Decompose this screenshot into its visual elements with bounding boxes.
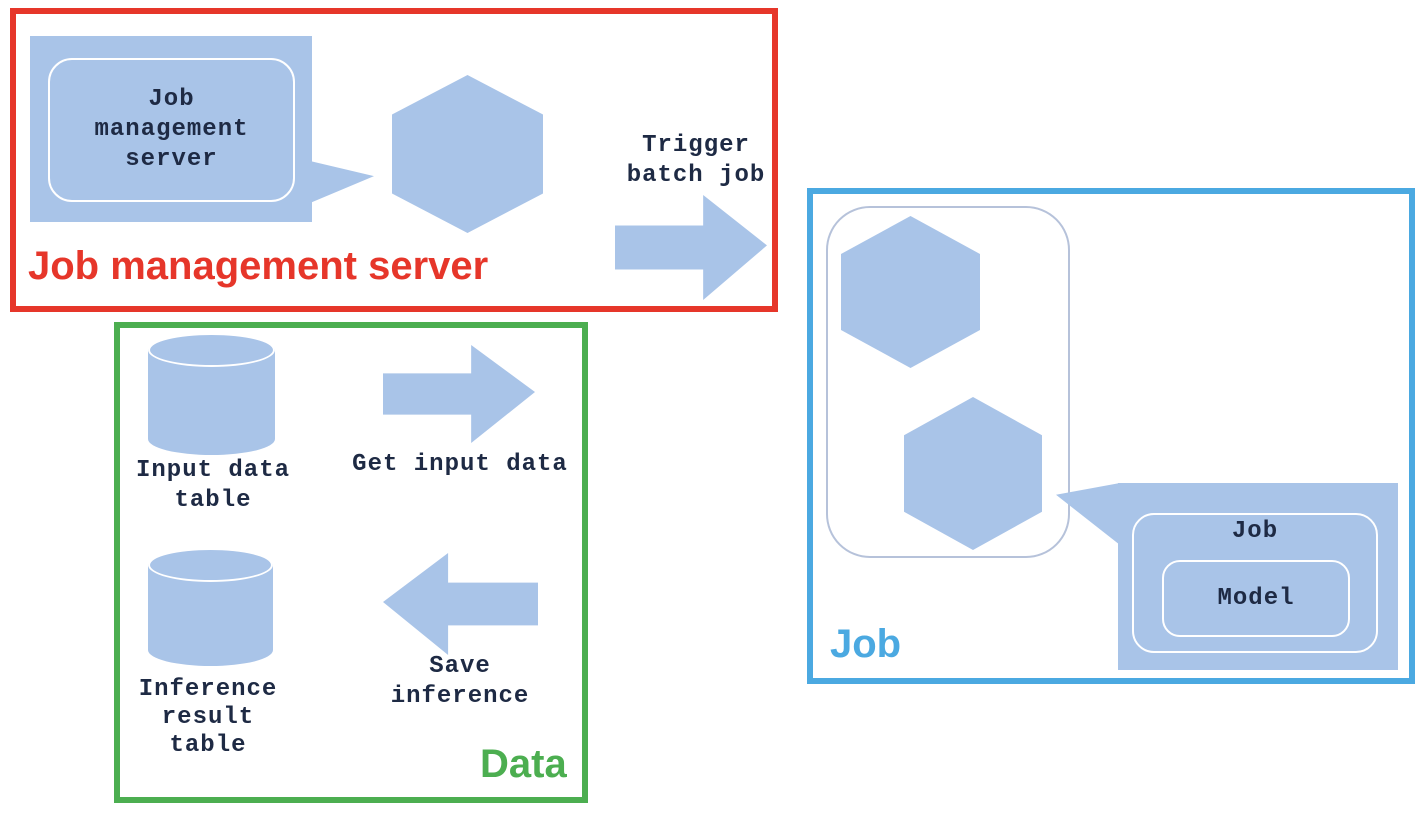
job-callout-bubble: Job Model (1118, 483, 1398, 670)
job-management-server-group-label: Job management server (28, 244, 489, 288)
data-group-box (114, 322, 588, 803)
input-data-table-label: Input data table (133, 456, 293, 516)
input-table-line-1: Input data (135, 457, 291, 484)
job-management-server-bubble-label: Job management server (94, 85, 248, 175)
data-group-label: Data (480, 742, 567, 786)
get-input-data-label: Get input data (352, 451, 568, 478)
bubble-line-2: management (94, 116, 249, 143)
hexagon-icon (841, 216, 980, 368)
save-line-1: Save (429, 653, 491, 680)
hexagon-icon (904, 397, 1042, 550)
input-table-line-2: table (174, 487, 252, 514)
trigger-line-2: batch job (626, 162, 766, 189)
job-management-server-bubble: Job management server (30, 36, 312, 222)
cylinder-top (148, 548, 273, 582)
job-callout-title: Job (1231, 518, 1279, 545)
trigger-batch-job-label: Trigger batch job (606, 131, 786, 191)
result-table-line-1: Inference (138, 676, 278, 703)
inference-result-table-cylinder-icon (148, 548, 273, 666)
trigger-line-1: Trigger (642, 132, 750, 159)
model-box: Model (1162, 560, 1350, 637)
result-table-line-2: result (161, 704, 255, 731)
bubble-line-3: server (125, 146, 218, 173)
inference-result-table-label: Inference result table (118, 676, 298, 760)
job-management-server-group-box (10, 8, 778, 312)
save-line-2: inference (390, 683, 530, 710)
job-group-label: Job (830, 622, 902, 666)
cylinder-top (148, 333, 275, 367)
save-inference-label: Save inference (375, 652, 545, 712)
job-group-box (807, 188, 1415, 684)
bubble-inner-border: Job management server (48, 58, 295, 202)
model-label: Model (1217, 584, 1295, 612)
bubble-line-1: Job (148, 86, 195, 113)
input-data-table-cylinder-icon (148, 333, 275, 455)
result-table-line-3: table (169, 732, 247, 759)
job-callout-inner-border: Job Model (1132, 513, 1378, 653)
